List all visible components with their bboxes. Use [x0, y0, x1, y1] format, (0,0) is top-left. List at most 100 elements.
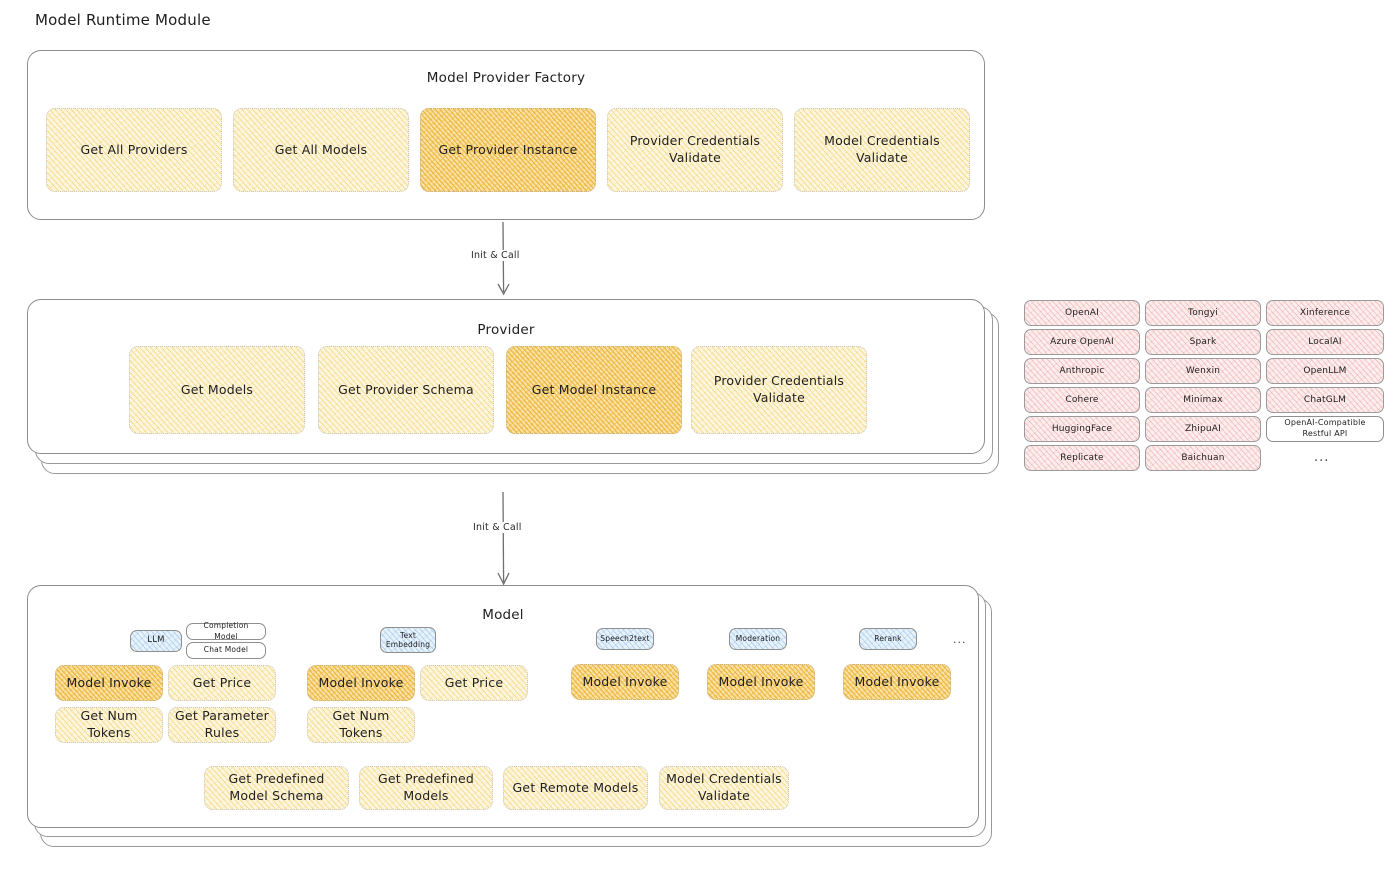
text-embedding-method-get-price[interactable]: Get Price	[420, 665, 528, 701]
provider-chip-label: HuggingFace	[1051, 423, 1113, 434]
provider-item-label: Get Models	[180, 381, 254, 397]
provider-chip-baichuan[interactable]: Baichuan	[1145, 445, 1261, 471]
model-type-badge-speech2text[interactable]: Speech2text	[596, 628, 654, 650]
model-common-get-remote-models[interactable]: Get Remote Models	[503, 766, 648, 810]
provider-chip-wenxin[interactable]: Wenxin	[1145, 358, 1261, 384]
provider-chip-azure-openai[interactable]: Azure OpenAI	[1024, 329, 1140, 355]
provider-chip-minimax[interactable]: Minimax	[1145, 387, 1261, 413]
provider-chip-zhipuai[interactable]: ZhipuAI	[1145, 416, 1261, 442]
model-type-badge-label: Text Embedding	[385, 631, 431, 649]
provider-chip-label: Replicate	[1060, 452, 1104, 463]
text-embedding-method-model-invoke[interactable]: Model Invoke	[307, 665, 415, 701]
provider-chip-label: Baichuan	[1181, 452, 1225, 463]
arrow-label: Init & Call	[468, 250, 523, 261]
method-label: Get Parameter Rules	[175, 708, 269, 740]
factory-item-get-all-providers[interactable]: Get All Providers	[46, 108, 222, 192]
provider-chip-label: OpenAI-Compatible Restful API	[1284, 418, 1366, 438]
model-tag-label: Chat Model	[203, 645, 249, 655]
provider-item-provider-credentials-validate[interactable]: Provider Credentials Validate	[691, 346, 867, 434]
method-label: Get Num Tokens	[80, 708, 138, 740]
method-label: Get Price	[192, 674, 252, 690]
provider-chip-anthropic[interactable]: Anthropic	[1024, 358, 1140, 384]
model-type-badge-label: Speech2text	[600, 633, 650, 643]
provider-chip-label: LocalAI	[1308, 336, 1342, 347]
model-type-badge-llm[interactable]: LLM	[130, 630, 182, 652]
provider-chip-replicate[interactable]: Replicate	[1024, 445, 1140, 471]
method-label: Model Invoke	[718, 673, 804, 689]
factory-item-label: Get All Providers	[80, 141, 188, 157]
model-type-badge-moderation[interactable]: Moderation	[729, 628, 787, 650]
provider-title: Provider	[477, 322, 535, 338]
factory-item-get-all-models[interactable]: Get All Models	[233, 108, 409, 192]
model-common-get-predefined-model-schema[interactable]: Get Predefined Model Schema	[204, 766, 349, 810]
llm-method-get-price[interactable]: Get Price	[168, 665, 276, 701]
llm-method-get-parameter-rules[interactable]: Get Parameter Rules	[168, 707, 276, 743]
provider-chip-label: OpenAI	[1064, 307, 1100, 318]
provider-chip-label: Anthropic	[1059, 365, 1105, 376]
model-type-badge-label: LLM	[147, 635, 165, 646]
provider-chip-label: ChatGLM	[1303, 394, 1347, 405]
model-provider-factory-title: Model Provider Factory	[426, 70, 586, 86]
method-label: Get Price	[444, 674, 504, 690]
factory-item-provider-credentials-validate[interactable]: Provider Credentials Validate	[607, 108, 783, 192]
llm-method-model-invoke[interactable]: Model Invoke	[55, 665, 163, 701]
model-tag-chat-model[interactable]: Chat Model	[186, 642, 266, 659]
provider-chip-openai[interactable]: OpenAI	[1024, 300, 1140, 326]
model-tag-completion-model[interactable]: Completion Model	[186, 621, 266, 641]
provider-item-label: Provider Credentials Validate	[713, 373, 845, 405]
method-label: Model Invoke	[318, 674, 404, 690]
arrow-provider-to-model: Init & Call	[470, 491, 560, 586]
factory-item-get-provider-instance[interactable]: Get Provider Instance	[420, 108, 596, 192]
model-type-badge-rerank[interactable]: Rerank	[859, 628, 917, 650]
arrow-factory-to-provider: Init & Call	[468, 221, 558, 296]
provider-chip-cohere[interactable]: Cohere	[1024, 387, 1140, 413]
provider-chip-huggingface[interactable]: HuggingFace	[1024, 416, 1140, 442]
provider-chip-spark[interactable]: Spark	[1145, 329, 1261, 355]
model-types-more: ...	[953, 633, 967, 646]
provider-chip-label: Wenxin	[1185, 365, 1221, 376]
text-embedding-method-get-num-tokens[interactable]: Get Num Tokens	[307, 707, 415, 743]
provider-item-get-models[interactable]: Get Models	[129, 346, 305, 434]
provider-chip-openai-compatible-restful-api[interactable]: OpenAI-Compatible Restful API	[1266, 416, 1384, 442]
provider-list: OpenAI Azure OpenAI Anthropic Cohere Hug…	[1024, 300, 1384, 480]
provider-chip-label: ZhipuAI	[1185, 423, 1221, 434]
provider-item-get-model-instance[interactable]: Get Model Instance	[506, 346, 682, 434]
moderation-method-model-invoke[interactable]: Model Invoke	[707, 664, 815, 700]
model-common-model-credentials-validate[interactable]: Model Credentials Validate	[659, 766, 789, 810]
model-tag-label: Completion Model	[203, 621, 249, 641]
method-label: Model Invoke	[854, 673, 940, 689]
provider-chip-label: Minimax	[1183, 394, 1223, 405]
model-type-badge-label: Rerank	[874, 633, 902, 643]
provider-item-label: Get Model Instance	[531, 381, 657, 397]
provider-item-get-provider-schema[interactable]: Get Provider Schema	[318, 346, 494, 434]
provider-chip-label: Azure OpenAI	[1050, 336, 1114, 347]
provider-chip-label: Tongyi	[1188, 307, 1218, 318]
method-label: Get Predefined Model Schema	[228, 771, 325, 803]
method-label: Model Invoke	[66, 674, 152, 690]
speech2text-method-model-invoke[interactable]: Model Invoke	[571, 664, 679, 700]
model-common-get-predefined-models[interactable]: Get Predefined Models	[359, 766, 493, 810]
provider-list-more: ...	[1314, 450, 1330, 465]
rerank-method-model-invoke[interactable]: Model Invoke	[843, 664, 951, 700]
model-provider-factory-panel: Model Provider Factory Get All Providers…	[27, 50, 985, 220]
method-label: Model Credentials Validate	[666, 771, 782, 803]
provider-chip-chatglm[interactable]: ChatGLM	[1266, 387, 1384, 413]
provider-chip-label: Xinference	[1299, 307, 1351, 318]
method-label: Model Invoke	[582, 673, 668, 689]
provider-chip-tongyi[interactable]: Tongyi	[1145, 300, 1261, 326]
factory-item-label: Get Provider Instance	[438, 141, 578, 157]
factory-item-label: Get All Models	[274, 141, 368, 157]
arrow-label: Init & Call	[470, 522, 525, 533]
model-panel: Model LLM Completion Model Chat Model Mo…	[27, 585, 979, 828]
model-type-badge-text-embedding[interactable]: Text Embedding	[380, 627, 436, 653]
provider-chip-label: Spark	[1189, 336, 1217, 347]
factory-item-model-credentials-validate[interactable]: Model Credentials Validate	[794, 108, 970, 192]
model-title: Model	[482, 607, 524, 623]
provider-panel: Provider Get Models Get Provider Schema …	[27, 299, 985, 454]
provider-chip-localai[interactable]: LocalAI	[1266, 329, 1384, 355]
provider-chip-openllm[interactable]: OpenLLM	[1266, 358, 1384, 384]
provider-chip-xinference[interactable]: Xinference	[1266, 300, 1384, 326]
page-title: Model Runtime Module	[35, 11, 211, 29]
factory-item-label: Model Credentials Validate	[824, 133, 940, 165]
llm-method-get-num-tokens[interactable]: Get Num Tokens	[55, 707, 163, 743]
